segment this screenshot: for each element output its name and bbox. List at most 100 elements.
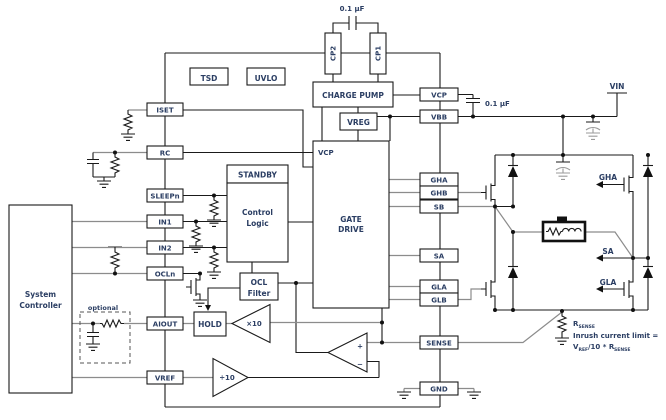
x10-label: ×10 <box>246 320 262 328</box>
ocl-filter-label-1: OCL <box>251 278 268 287</box>
pin-label-cp1: CP1 <box>375 46 383 61</box>
hold-trigger-arrow <box>205 305 211 311</box>
vreg-block <box>339 112 378 131</box>
pin-sense <box>419 335 459 350</box>
gla-net-label: GLA <box>600 278 617 287</box>
sense-resistor <box>557 313 567 335</box>
pin-glb <box>419 292 459 307</box>
pin-label-gnd: GND <box>430 386 448 394</box>
system-controller-label-1: System <box>25 290 56 299</box>
pin-in2 <box>146 240 184 255</box>
pin-vbb <box>419 109 459 124</box>
gate-drive-label-2: DRIVE <box>338 225 364 234</box>
formula-v-subscript: REF <box>579 347 589 353</box>
pin-label-iset: ISET <box>156 107 173 115</box>
ocln-pullup <box>110 249 120 271</box>
gnd-pin-ground-left <box>396 391 412 399</box>
div10-label: ÷10 <box>219 374 235 382</box>
ocl-comparator <box>326 332 368 373</box>
pin-label-vref: VREF <box>155 375 176 383</box>
gate-drive-block <box>312 140 390 309</box>
load-inductor <box>561 227 582 232</box>
ocl-filter-label-2: Filter <box>248 289 271 298</box>
pin-cp1 <box>369 32 387 75</box>
labels: ISET RC SLEEPn IN1 IN2 OCLn AIOUT VREF V… <box>19 5 658 394</box>
comparator-plus-label: + <box>357 343 363 351</box>
pin-label-vbb: VBB <box>431 114 447 122</box>
diode-high-b <box>507 164 519 178</box>
in2-pulldown <box>209 249 219 271</box>
bridge-capacitor <box>555 172 571 180</box>
pin-boxes <box>146 32 459 396</box>
load-symbol <box>541 216 587 243</box>
pin-label-rc: RC <box>160 150 171 158</box>
optional-resistor <box>99 319 125 328</box>
system-controller-label-2: Controller <box>19 301 62 310</box>
hold-label: HOLD <box>198 320 222 329</box>
diode-low-a <box>642 265 654 279</box>
pin-label-vcp: VCP <box>431 92 447 100</box>
mosfet-low-side-a <box>618 276 634 302</box>
diode-high-a <box>642 164 654 178</box>
gnd-pin-ground-right <box>466 391 482 399</box>
junction-dots <box>91 114 650 345</box>
pin-label-gla: GLA <box>431 284 447 292</box>
uvlo-label: UVLO <box>255 74 278 83</box>
optional-label: optional <box>88 304 118 312</box>
pin-rc <box>146 145 184 160</box>
amplifiers <box>205 303 368 398</box>
control-logic-label-2: Logic <box>246 219 268 228</box>
ic-outline <box>164 52 441 408</box>
pin-sb <box>419 199 459 214</box>
vin-bulk-capacitor <box>585 132 601 140</box>
gla-net-arrow <box>596 285 603 293</box>
rsense-subscript: SENSE <box>579 324 595 330</box>
pin-label-in2: IN2 <box>158 245 171 253</box>
iset-resistor <box>123 111 133 133</box>
pin-sa <box>419 248 459 263</box>
mosfet-high-side-b <box>480 179 496 206</box>
pin-gnd <box>419 381 459 396</box>
hold-block <box>193 311 227 337</box>
passives <box>85 110 601 399</box>
formula-mid: /10 * R <box>588 343 615 351</box>
pin-in1 <box>146 214 184 229</box>
pin-label-sb: SB <box>434 204 444 212</box>
pin-label-sa: SA <box>434 253 445 261</box>
sleepn-pulldown <box>209 197 219 219</box>
pin-label-sense: SENSE <box>426 340 452 348</box>
pin-label-cp2: CP2 <box>330 46 338 61</box>
control-logic-label-1: Control <box>242 208 273 217</box>
pin-aiout <box>146 316 184 331</box>
tsd-label: TSD <box>201 74 218 83</box>
sa-net-label: SA <box>602 247 613 256</box>
vcp-capacitor-label: 0.1 μF <box>485 100 510 108</box>
external-wires <box>72 109 634 392</box>
load-resistor <box>546 226 563 237</box>
gate-drive-label-1: GATE <box>340 215 362 224</box>
ocln-open-drain-fet <box>185 274 201 300</box>
vreg-label: VREG <box>347 118 370 127</box>
charge-pump-block <box>312 81 394 108</box>
pin-label-sleepn: SLEEPn <box>150 193 179 201</box>
system-controller-block <box>8 204 73 394</box>
comparator-minus-label: − <box>357 361 363 369</box>
ground-symbol <box>120 133 136 141</box>
mosfet-high-side-a <box>618 171 634 198</box>
pin-label-ocln: OCLn <box>155 271 176 279</box>
pin-ghb <box>419 185 459 200</box>
function-blocks <box>8 67 394 394</box>
control-logic-block <box>226 182 289 263</box>
pin-cp2 <box>324 32 342 75</box>
div10-amplifier <box>212 357 250 398</box>
formula-v: V <box>573 343 579 351</box>
uvlo-block <box>246 67 286 86</box>
pin-vcp <box>419 87 459 102</box>
gate-drive-vcp-label: VCP <box>318 149 334 157</box>
optional-network-box <box>79 311 131 364</box>
pin-vref <box>146 370 184 385</box>
ground-symbol <box>192 299 208 307</box>
vin-label: VIN <box>610 82 625 91</box>
